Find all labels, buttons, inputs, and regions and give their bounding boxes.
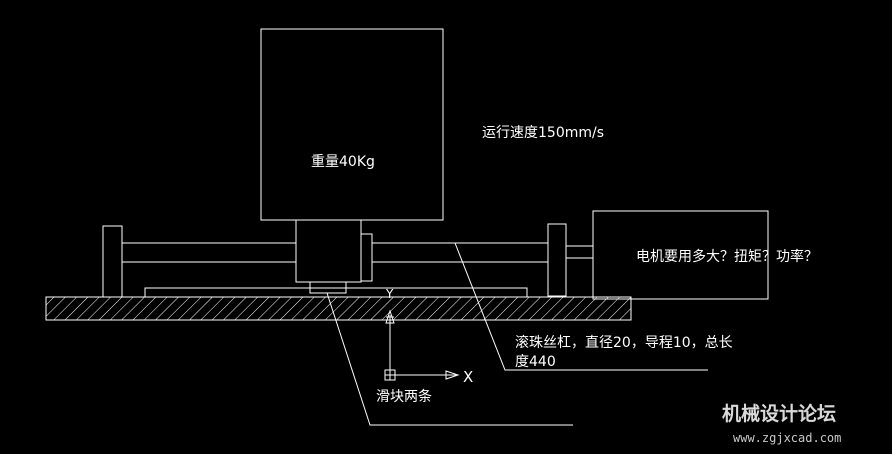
watermark-url: www.zgjxcad.com (733, 431, 841, 445)
screw-nut-carriage (295, 219, 362, 283)
slider-block (309, 281, 347, 294)
speed-label: 运行速度150mm/s (482, 125, 604, 141)
screw-leader-line (454, 242, 708, 371)
screw-spec-line2: 度440 (515, 354, 556, 370)
weight-label: 重量40Kg (311, 154, 375, 170)
slider-rail (144, 287, 528, 298)
watermark-title: 机械设计论坛 (722, 402, 836, 425)
base-ground (45, 296, 632, 321)
nut-flange (360, 233, 373, 282)
axis-y-label: Y (385, 287, 394, 301)
motor-body (592, 210, 769, 300)
screw-spec-line1: 滚珠丝杠，直径20，导程10，总长 (515, 334, 733, 351)
slider-label: 滑块两条 (376, 388, 432, 405)
left-end-support (102, 225, 123, 298)
slider-leader-line (326, 292, 573, 426)
axis-x-label: X (463, 368, 473, 386)
motor-question-label: 电机要用多大？扭矩？功率？ (636, 248, 818, 265)
right-end-support (547, 223, 567, 297)
load-block (260, 28, 444, 221)
ucs-x-arrow (445, 370, 460, 380)
